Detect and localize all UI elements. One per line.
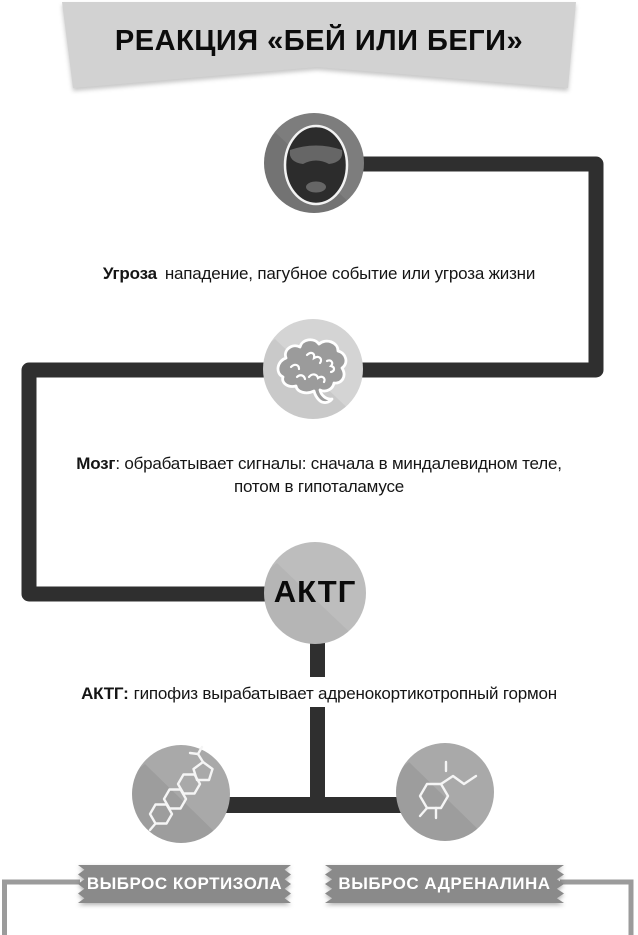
left-frame-line [2,879,80,935]
caption-acth-text: гипофиз вырабатывает адренокортикотропны… [133,684,558,703]
cortisol-molecule-icon [148,745,214,832]
title-banner-shape [62,2,576,88]
caption-threat-term: Угроза [102,264,157,283]
brain-icon [276,338,348,404]
cortisol-node [132,745,230,843]
threat-node [264,113,364,213]
page-title: РЕАКЦИЯ «БЕЙ ИЛИ БЕГИ» [114,24,524,57]
brain-node [263,319,363,419]
caption-threat-text: нападение, пагубное событие или угроза ж… [164,264,536,283]
caption-brain: Мозг: обрабатывает сигналы: сначала в ми… [0,452,638,498]
caption-acth: АКТГ:гипофиз вырабатывает адренокортикот… [0,682,638,705]
adrenaline-ribbon: ВЫБРОС АДРЕНАЛИНА [325,865,564,903]
right-frame-line [560,879,634,935]
cortisol-ribbon-label: ВЫБРОС КОРТИЗОЛА [78,865,291,903]
caption-threat: Угроза нападение, пагубное событие или уг… [0,262,638,285]
acth-circle-label: АКТГ [273,574,357,609]
adrenaline-ribbon-label: ВЫБРОС АДРЕНАЛИНА [325,865,564,903]
adrenaline-node [396,743,494,841]
caption-brain-text-line2: потом в гипоталамусе [233,477,405,496]
caption-brain-text: : обрабатывает сигналы: сначала в миндал… [115,454,562,473]
caption-acth-term: АКТГ: [81,684,129,703]
masked-face-icon [283,124,349,206]
cortisol-ribbon: ВЫБРОС КОРТИЗОЛА [78,865,291,903]
adrenaline-molecule-icon [418,760,478,820]
caption-brain-term: Мозг [76,454,116,473]
